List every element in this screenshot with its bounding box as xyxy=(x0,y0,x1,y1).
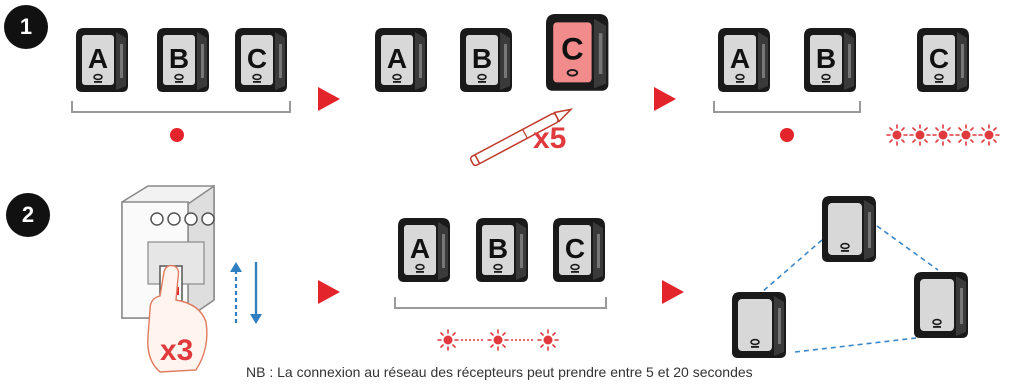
receiver-letter: B xyxy=(169,43,189,74)
receiver-letter: C xyxy=(561,32,584,67)
receiver-icon: A xyxy=(397,217,451,283)
receiver-letter: C xyxy=(929,43,949,74)
cycle-count: x3 xyxy=(160,334,193,367)
step-number-2: 2 xyxy=(6,193,50,237)
blinking-led-icon xyxy=(955,124,977,146)
group-bracket xyxy=(713,101,861,113)
receiver-letter: B xyxy=(488,233,508,264)
up-down-arrows-icon xyxy=(230,262,262,324)
receiver-node xyxy=(913,271,969,339)
receiver-letter: A xyxy=(410,233,430,264)
red-led-icon xyxy=(170,128,184,142)
blinking-led-icon xyxy=(886,124,908,146)
arrow-right-icon xyxy=(654,87,676,111)
step1-receivers-initial: A B C xyxy=(75,27,288,93)
receiver-icon: C xyxy=(916,27,970,93)
receiver-icon: C xyxy=(234,27,288,93)
blinking-led-icon xyxy=(932,124,954,146)
press-count: x5 xyxy=(533,122,566,155)
step-number-1: 1 xyxy=(4,5,48,49)
receiver-letter: A xyxy=(730,43,750,74)
hand-icon xyxy=(147,264,208,373)
arrow-right-icon xyxy=(318,280,340,304)
arrow-right-icon xyxy=(662,280,684,304)
pen-icon xyxy=(469,108,574,167)
step1-receivers-result: A B C xyxy=(717,27,970,93)
step1-receivers-pairing: A B C xyxy=(374,14,609,93)
blinking-led-chain xyxy=(437,329,559,351)
receiver-icon: B xyxy=(475,217,529,283)
blinking-led-icon xyxy=(537,329,559,351)
receiver-node xyxy=(731,291,787,359)
receiver-icon: C xyxy=(552,217,606,283)
receiver-icon: A xyxy=(374,27,428,93)
receiver-icon: B xyxy=(156,27,210,93)
receiver-icon-highlighted: C xyxy=(546,14,609,91)
arrow-right-icon xyxy=(318,87,340,111)
blinking-led-icon xyxy=(909,124,931,146)
blinking-led-icon xyxy=(437,329,459,351)
blinking-led-row xyxy=(886,124,1000,146)
red-led-icon xyxy=(780,128,794,142)
receiver-icon: B xyxy=(803,27,857,93)
blinking-led-icon xyxy=(487,329,509,351)
receiver-icon: B xyxy=(459,27,513,93)
group-bracket xyxy=(394,297,607,309)
receiver-letter: B xyxy=(472,43,492,74)
receiver-letter: A xyxy=(387,43,407,74)
step2-receivers: A B C xyxy=(397,217,606,283)
receiver-icon: A xyxy=(717,27,771,93)
mesh-links xyxy=(761,225,939,353)
receiver-letter: B xyxy=(816,43,836,74)
blinking-led-icon xyxy=(978,124,1000,146)
receiver-icon: A xyxy=(75,27,129,93)
footnote: NB : La connexion au réseau des récepteu… xyxy=(246,364,753,380)
receiver-letter: C xyxy=(247,43,267,74)
receiver-letter: A xyxy=(88,43,108,74)
receiver-node xyxy=(821,195,877,263)
group-bracket xyxy=(71,101,291,113)
receiver-letter: C xyxy=(565,233,585,264)
